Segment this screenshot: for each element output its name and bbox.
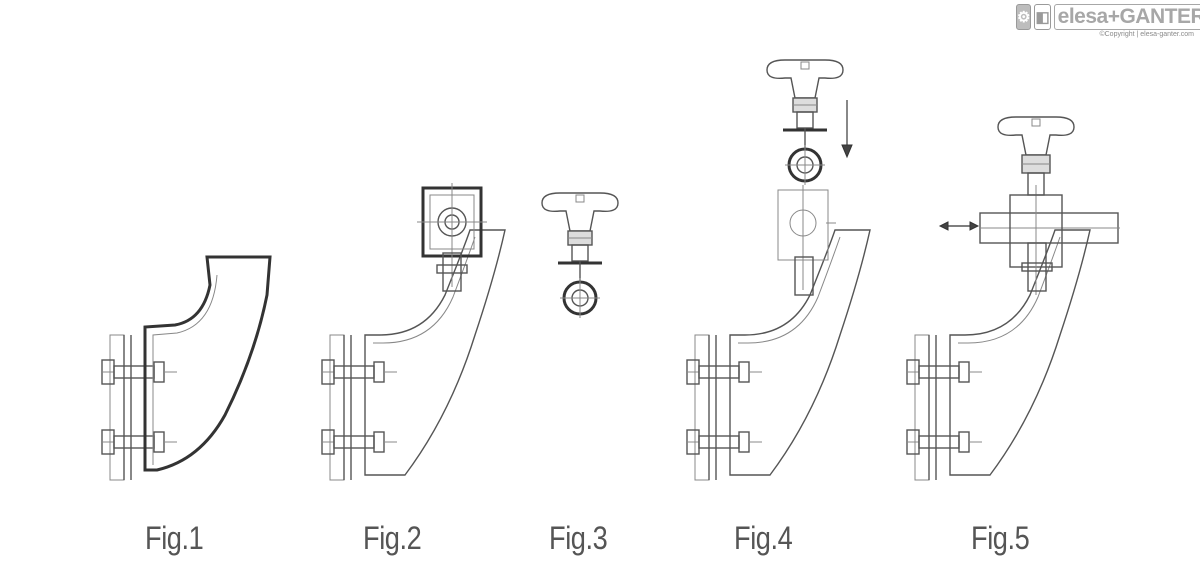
- figure-5-label: Fig.5: [971, 520, 1030, 556]
- figure-5-drawing: [906, 116, 1120, 481]
- figure-4-label: Fig.4: [734, 520, 793, 556]
- figure-4-drawing: [686, 58, 871, 481]
- elesa-ganter-logo: ⚙ ◧ elesa+GANTER ©Copyright | elesa-gant…: [1016, 4, 1200, 44]
- logo-mark-icon: ⚙: [1016, 4, 1032, 30]
- logo-wordmark: elesa+GANTER: [1053, 4, 1200, 30]
- figure-1-drawing: [101, 255, 272, 481]
- figure-3-drawing: [540, 191, 620, 320]
- logo-mark2-icon: ◧: [1034, 4, 1051, 30]
- logo-copyright: ©Copyright | elesa-ganter.com: [1099, 31, 1194, 38]
- figure-2-drawing: [321, 183, 506, 481]
- figure-2-label: Fig.2: [363, 520, 422, 556]
- figure-1-label: Fig.1: [145, 520, 204, 556]
- figure-3-label: Fig.3: [549, 520, 608, 556]
